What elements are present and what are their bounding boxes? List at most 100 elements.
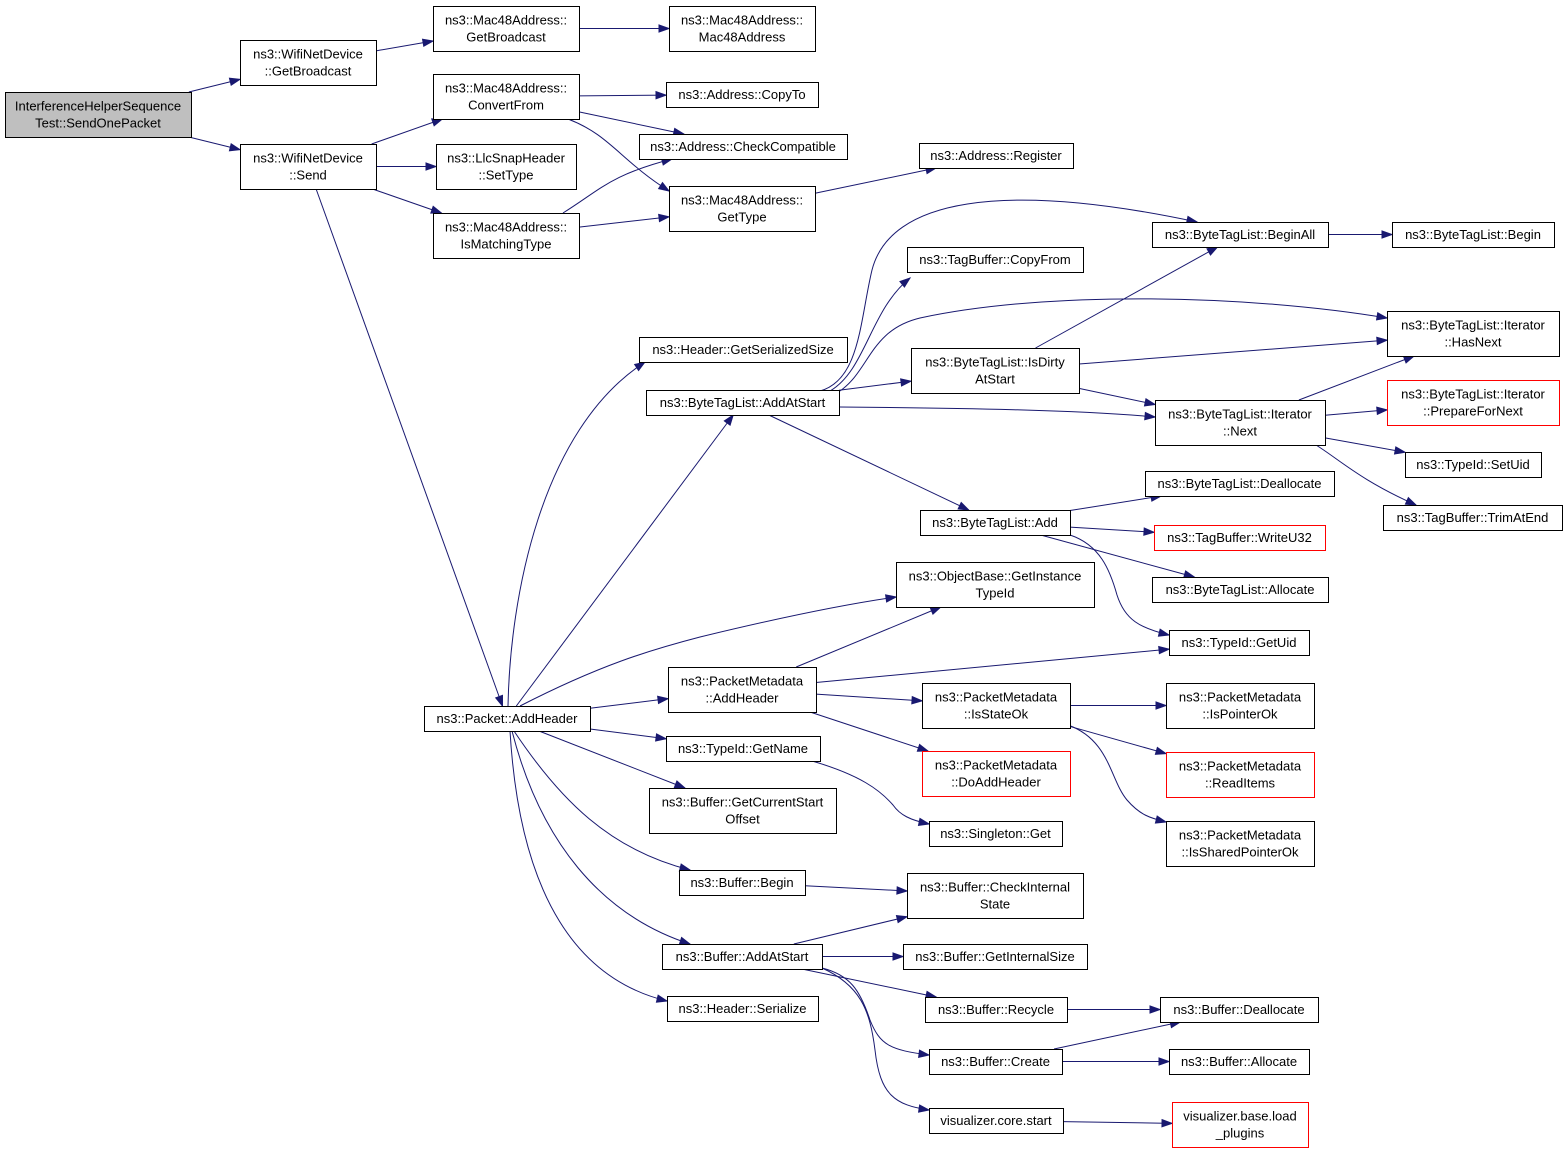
node-box[interactable] [896,562,1095,608]
node-box[interactable] [669,6,816,52]
node-btl-begin[interactable]: ns3::ByteTagList::Begin [1392,222,1555,248]
node-mac-ismatching[interactable]: ns3::Mac48Address::IsMatchingType [433,213,580,259]
node-box[interactable] [666,736,821,762]
node-box[interactable] [922,751,1071,797]
node-box[interactable] [667,996,819,1022]
node-box[interactable] [907,873,1084,919]
node-wnd-getbroadcast[interactable]: ns3::WifiNetDevice::GetBroadcast [240,40,377,86]
node-addr-copyto[interactable]: ns3::Address::CopyTo [666,82,819,108]
node-box[interactable] [929,1049,1063,1075]
node-box[interactable] [1387,311,1560,357]
node-box[interactable] [1169,1049,1310,1075]
node-hdr-serialize[interactable]: ns3::Header::Serialize [667,996,819,1022]
node-box[interactable] [668,667,817,713]
node-pm-doaddheader[interactable]: ns3::PacketMetadata::DoAddHeader [922,751,1071,797]
node-buf-allocate[interactable]: ns3::Buffer::Allocate [1169,1049,1310,1075]
node-box[interactable] [649,788,837,834]
node-btl-add[interactable]: ns3::ByteTagList::Add [920,510,1071,536]
node-box[interactable] [919,143,1074,169]
node-hdr-getsersize[interactable]: ns3::Header::GetSerializedSize [639,337,848,363]
node-pm-isstateok[interactable]: ns3::PacketMetadata::IsStateOk [922,683,1071,729]
node-box[interactable] [911,348,1080,394]
node-box[interactable] [639,134,848,160]
node-pm-issharedptrok[interactable]: ns3::PacketMetadata::IsSharedPointerOk [1166,821,1315,867]
node-box[interactable] [903,944,1088,970]
node-pm-ispointerok[interactable]: ns3::PacketMetadata::IsPointerOk [1166,683,1315,729]
node-btl-beginall[interactable]: ns3::ByteTagList::BeginAll [1152,222,1329,248]
node-btl-it-hasnext[interactable]: ns3::ByteTagList::Iterator::HasNext [1387,311,1560,357]
node-box[interactable] [669,186,816,232]
node-box[interactable] [920,510,1071,536]
node-box[interactable] [5,92,192,138]
node-box[interactable] [679,870,806,896]
node-box[interactable] [922,683,1071,729]
node-box[interactable] [1154,525,1326,551]
node-box[interactable] [925,997,1068,1023]
node-box[interactable] [1160,997,1319,1023]
node-btl-addatstart[interactable]: ns3::ByteTagList::AddAtStart [646,390,840,416]
node-mac-getbroadcast[interactable]: ns3::Mac48Address::GetBroadcast [433,6,580,52]
node-tb-copyfrom[interactable]: ns3::TagBuffer::CopyFrom [907,247,1084,273]
node-box[interactable] [240,144,377,190]
node-box[interactable] [433,74,580,120]
node-box[interactable] [433,213,580,259]
node-mac-gettype[interactable]: ns3::Mac48Address::GetType [669,186,816,232]
node-btl-allocate[interactable]: ns3::ByteTagList::Allocate [1152,577,1329,603]
node-box[interactable] [1145,471,1335,497]
node-tid-setuid[interactable]: ns3::TypeId::SetUid [1405,452,1542,478]
node-box[interactable] [929,821,1063,847]
node-box[interactable] [646,390,840,416]
node-buf-recycle[interactable]: ns3::Buffer::Recycle [925,997,1068,1023]
node-box[interactable] [1405,452,1542,478]
node-mac-convertfrom[interactable]: ns3::Mac48Address::ConvertFrom [433,74,580,120]
node-box[interactable] [1383,505,1563,531]
node-llc-settype[interactable]: ns3::LlcSnapHeader::SetType [436,144,577,190]
node-btl-it-next[interactable]: ns3::ByteTagList::Iterator::Next [1155,400,1326,446]
node-tid-getname[interactable]: ns3::TypeId::GetName [666,736,821,762]
node-box[interactable] [1166,683,1315,729]
node-tid-getuid[interactable]: ns3::TypeId::GetUid [1169,630,1310,656]
node-pm-addheader[interactable]: ns3::PacketMetadata::AddHeader [668,667,817,713]
node-box[interactable] [433,6,580,52]
node-addr-register[interactable]: ns3::Address::Register [919,143,1074,169]
node-root[interactable]: InterferenceHelperSequenceTest::SendOneP… [5,92,192,138]
node-buf-create[interactable]: ns3::Buffer::Create [929,1049,1063,1075]
node-box[interactable] [1155,400,1326,446]
node-box[interactable] [639,337,848,363]
node-wnd-send[interactable]: ns3::WifiNetDevice::Send [240,144,377,190]
node-box[interactable] [424,706,591,732]
node-box[interactable] [662,944,823,970]
node-pm-readitems[interactable]: ns3::PacketMetadata::ReadItems [1166,752,1315,798]
node-box[interactable] [1387,380,1560,426]
node-singleton-get[interactable]: ns3::Singleton::Get [929,821,1063,847]
node-buf-getinternalsize[interactable]: ns3::Buffer::GetInternalSize [903,944,1088,970]
node-btl-dealloc[interactable]: ns3::ByteTagList::Deallocate [1145,471,1335,497]
node-box[interactable] [666,82,819,108]
node-buf-addatstart[interactable]: ns3::Buffer::AddAtStart [662,944,823,970]
node-box[interactable] [1152,577,1329,603]
node-btl-it-prepare[interactable]: ns3::ByteTagList::Iterator::PrepareForNe… [1387,380,1560,426]
node-box[interactable] [1152,222,1329,248]
node-buf-begin[interactable]: ns3::Buffer::Begin [679,870,806,896]
node-box[interactable] [1169,630,1310,656]
node-addr-checkcompat[interactable]: ns3::Address::CheckCompatible [639,134,848,160]
node-mac-ctor[interactable]: ns3::Mac48Address::Mac48Address [669,6,816,52]
node-box[interactable] [1166,821,1315,867]
node-viz-start[interactable]: visualizer.core.start [929,1108,1064,1134]
node-box[interactable] [1172,1102,1309,1148]
node-tb-trimatend[interactable]: ns3::TagBuffer::TrimAtEnd [1383,505,1563,531]
node-box[interactable] [1392,222,1555,248]
node-box[interactable] [907,247,1084,273]
node-box[interactable] [1166,752,1315,798]
node-box[interactable] [929,1108,1064,1134]
node-box[interactable] [240,40,377,86]
node-tb-writeu32[interactable]: ns3::TagBuffer::WriteU32 [1154,525,1326,551]
node-box[interactable] [436,144,577,190]
node-viz-loadplugins[interactable]: visualizer.base.load_plugins [1172,1102,1309,1148]
node-pkt-addheader[interactable]: ns3::Packet::AddHeader [424,706,591,732]
node-buf-dealloc[interactable]: ns3::Buffer::Deallocate [1160,997,1319,1023]
